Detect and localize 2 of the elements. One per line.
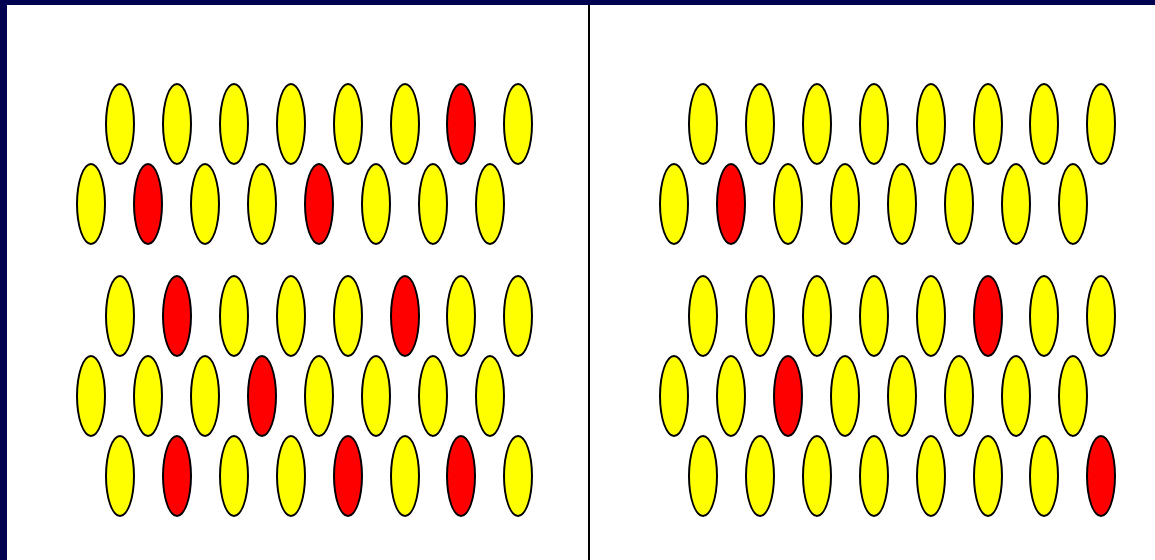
panel xyxy=(590,5,1155,560)
panel xyxy=(7,5,588,560)
